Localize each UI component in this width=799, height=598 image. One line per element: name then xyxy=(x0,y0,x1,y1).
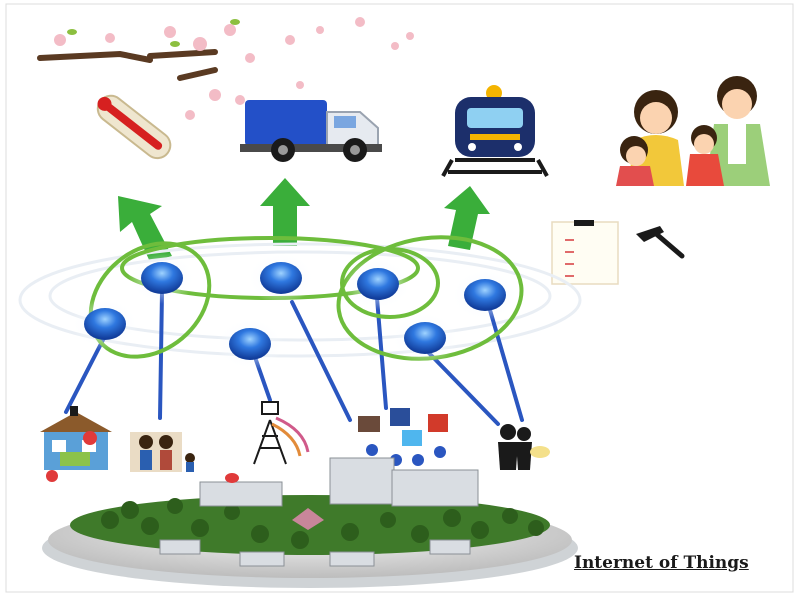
sensor-node-7 xyxy=(391,312,459,364)
truck-icon xyxy=(240,100,382,162)
frame xyxy=(5,3,794,593)
tower-icon xyxy=(253,401,310,465)
people-icon xyxy=(130,432,195,472)
smart-city-island xyxy=(42,457,578,588)
upward-arrow-3 xyxy=(444,186,490,250)
sensor-node-4 xyxy=(216,318,284,370)
sensor-node-3 xyxy=(247,252,315,304)
ring-3 xyxy=(340,247,440,319)
blossom-branch-icon xyxy=(37,17,414,120)
social-media-icon xyxy=(358,408,448,466)
sensor-node-6 xyxy=(451,269,519,321)
hammer-icon xyxy=(636,226,685,259)
sensor-node-2 xyxy=(128,252,196,304)
diagram-caption: Internet of Things xyxy=(574,553,749,573)
sensor-nodes xyxy=(71,252,519,370)
device-links xyxy=(64,290,524,426)
network-swirl xyxy=(18,242,582,358)
notepad-icon xyxy=(551,220,619,285)
upward-arrow-2 xyxy=(260,178,310,246)
house-icon xyxy=(40,406,112,482)
sensor-node-5 xyxy=(344,258,412,310)
elderly-couple-icon xyxy=(498,424,550,470)
thermometer-icon xyxy=(96,94,172,160)
train-icon xyxy=(441,85,549,177)
family-icon xyxy=(616,76,770,186)
sensor-node-1 xyxy=(71,298,139,350)
